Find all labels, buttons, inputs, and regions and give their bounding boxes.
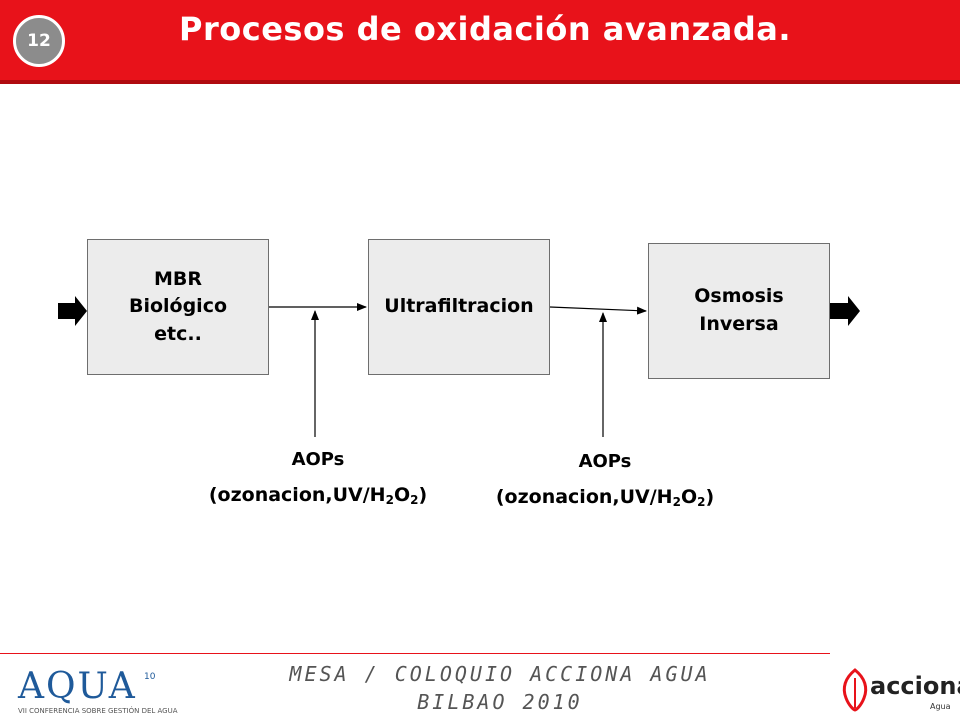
title-bar <box>0 0 960 80</box>
aop-label-2: AOPs (ozonacion,UV/H2O2) <box>475 451 735 509</box>
aqua-logo: AQUA 10 VII CONFERENCIA SOBRE GESTIÓN DE… <box>18 666 178 718</box>
process-box-ultrafiltracion: Ultrafiltracion <box>368 239 550 375</box>
footer-line-1: MESA / COLOQUIO ACCIONA AGUA <box>289 662 711 686</box>
slide-title: Procesos de oxidación avanzada. <box>179 10 791 48</box>
slide-number-badge: 12 <box>13 15 65 67</box>
acciona-logo-sub: Agua <box>930 702 951 711</box>
aqua-logo-edition: 10 <box>144 672 156 682</box>
process-box-mbr: MBR Biológico etc.. <box>87 239 269 375</box>
input-arrow <box>58 296 87 326</box>
footer-caption: MESA / COLOQUIO ACCIONA AGUA BILBAO 2010 <box>250 660 750 716</box>
aqua-logo-caption: VII CONFERENCIA SOBRE GESTIÓN DEL AGUA <box>18 707 178 715</box>
box-line: Ultrafiltracion <box>384 295 534 318</box>
box-line: Inversa <box>699 313 779 335</box>
process-box-osmosis-inversa: Osmosis Inversa <box>648 243 830 379</box>
acciona-logo: acciona Agua <box>838 660 960 718</box>
box-line: MBR <box>153 267 202 290</box>
footer-divider <box>0 653 830 654</box>
box-line: etc.. <box>154 322 202 345</box>
connector-uf-ro <box>549 306 647 315</box>
aop-title: AOPs <box>291 449 345 470</box>
aqua-logo-word: AQUA <box>18 666 137 707</box>
aop-formula: (ozonacion,UV/H2O2) <box>495 486 715 509</box>
aop-formula: (ozonacion,UV/H2O2) <box>208 484 428 507</box>
box-line: Osmosis <box>694 285 784 308</box>
acciona-leaf-icon <box>842 668 868 712</box>
acciona-logo-word: acciona <box>870 672 960 700</box>
title-bar-underline <box>0 80 960 84</box>
box-line: Biológico <box>128 295 228 318</box>
footer-line-2: BILBAO 2010 <box>417 690 583 714</box>
output-arrow <box>830 296 860 326</box>
aop-title: AOPs <box>578 451 632 472</box>
aop-label-1: AOPs (ozonacion,UV/H2O2) <box>188 449 448 507</box>
